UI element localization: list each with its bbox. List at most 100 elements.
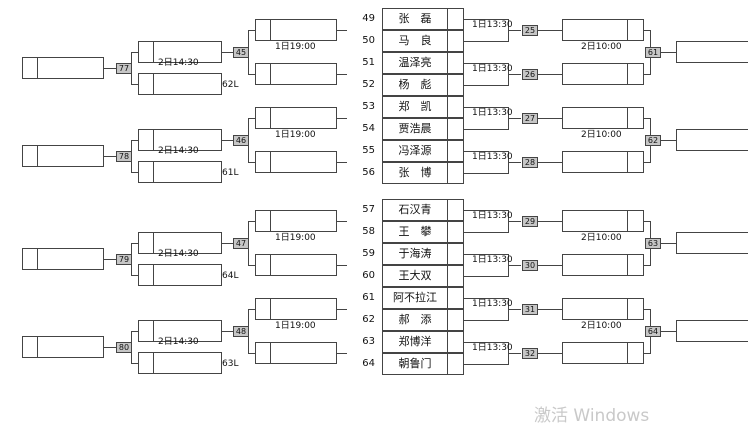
match-time-label: 2日10:00 xyxy=(581,130,622,140)
player-slot: 王 攀 xyxy=(382,221,464,243)
player-seed-number: 49 xyxy=(362,13,375,24)
connector-line xyxy=(464,254,509,255)
player-slot: 杨 彪 xyxy=(382,74,464,96)
connector-line xyxy=(131,275,139,276)
player-seed-number: 52 xyxy=(362,79,375,90)
match-time-label: 2日14:30 xyxy=(158,249,199,259)
connector-line xyxy=(508,162,521,163)
connector-line xyxy=(508,309,521,310)
box-divider xyxy=(447,119,448,139)
box-divider xyxy=(627,20,628,40)
box-divider xyxy=(627,211,628,231)
match-number-badge: 79 xyxy=(116,254,132,265)
losers-r1-winner-slot xyxy=(138,41,222,63)
player-seed-number: 62 xyxy=(362,314,375,325)
player-name: 郑 凯 xyxy=(398,100,432,113)
match-number-badge: 31 xyxy=(522,304,538,315)
drop-in-slot xyxy=(138,264,222,286)
connector-line xyxy=(222,243,234,244)
connector-line xyxy=(104,68,117,69)
player-seed-number: 61 xyxy=(362,292,375,303)
connector-line xyxy=(131,363,139,364)
box-divider xyxy=(153,353,154,373)
drop-in-slot xyxy=(138,352,222,374)
connector-line xyxy=(538,309,563,310)
winner-r2-advance-slot xyxy=(676,320,748,342)
player-seed-number: 60 xyxy=(362,270,375,281)
match-number-badge: 25 xyxy=(522,25,538,36)
connector-line xyxy=(104,156,117,157)
box-divider xyxy=(270,20,271,40)
box-divider xyxy=(627,152,628,172)
connector-line xyxy=(644,118,651,119)
player-name: 张 博 xyxy=(398,166,432,179)
winner-advance-slot xyxy=(562,254,644,276)
box-divider xyxy=(447,266,448,286)
connector-line xyxy=(661,52,677,53)
player-slot: 郑博洋 xyxy=(382,331,464,353)
connector-line xyxy=(337,265,347,266)
winner-advance-slot xyxy=(562,107,644,129)
connector-line xyxy=(538,162,563,163)
match-time-label: 1日19:00 xyxy=(275,130,316,140)
connector-line xyxy=(508,30,521,31)
player-seed-number: 56 xyxy=(362,167,375,178)
winner-r2-advance-slot xyxy=(676,41,748,63)
connector-line xyxy=(464,129,509,130)
drop-in-slot xyxy=(138,73,222,95)
player-slot: 郝 添 xyxy=(382,309,464,331)
player-name: 石汉青 xyxy=(398,203,432,216)
player-name: 贾浩晨 xyxy=(398,122,432,135)
player-name: 张 磊 xyxy=(398,12,432,25)
match-number-badge: 46 xyxy=(233,135,249,146)
player-name: 冯泽源 xyxy=(398,144,432,157)
connector-line xyxy=(644,221,651,222)
box-divider xyxy=(270,255,271,275)
winner-advance-slot xyxy=(562,210,644,232)
connector-line xyxy=(538,30,563,31)
match-number-badge: 63 xyxy=(645,238,661,249)
match-number-badge: 64 xyxy=(645,326,661,337)
connector-line xyxy=(248,74,256,75)
match-time-label: 1日13:30 xyxy=(472,343,513,353)
box-divider xyxy=(447,141,448,161)
connector-line xyxy=(337,353,347,354)
winner-advance-slot xyxy=(562,342,644,364)
winner-advance-slot xyxy=(562,298,644,320)
connector-line xyxy=(538,353,563,354)
winner-advance-slot xyxy=(562,19,644,41)
box-divider xyxy=(627,299,628,319)
box-divider xyxy=(153,130,154,150)
connector-line xyxy=(644,265,651,266)
box-divider xyxy=(153,233,154,253)
player-slot: 朝鲁门 xyxy=(382,353,464,375)
player-slot: 贾浩晨 xyxy=(382,118,464,140)
match-time-label: 1日13:30 xyxy=(472,20,513,30)
match-number-badge: 48 xyxy=(233,326,249,337)
player-slot: 冯泽源 xyxy=(382,140,464,162)
connector-line xyxy=(464,364,509,365)
loser-slot xyxy=(255,19,337,41)
connector-line xyxy=(661,140,677,141)
connector-line xyxy=(661,243,677,244)
box-divider xyxy=(270,343,271,363)
connector-line xyxy=(538,74,563,75)
match-time-label: 1日13:30 xyxy=(472,152,513,162)
player-slot: 于海涛 xyxy=(382,243,464,265)
player-slot: 张 磊 xyxy=(382,8,464,30)
connector-line xyxy=(644,162,651,163)
box-divider xyxy=(153,162,154,182)
connector-line xyxy=(644,30,651,31)
box-divider xyxy=(447,53,448,73)
match-time-label: 1日13:30 xyxy=(472,299,513,309)
connector-line xyxy=(131,140,139,141)
player-name: 郑博洋 xyxy=(398,335,432,348)
loser-slot xyxy=(255,342,337,364)
connector-line xyxy=(538,265,563,266)
box-divider xyxy=(447,97,448,117)
player-name: 于海涛 xyxy=(398,247,432,260)
match-number-badge: 30 xyxy=(522,260,538,271)
connector-line xyxy=(508,353,521,354)
box-divider xyxy=(447,75,448,95)
connector-line xyxy=(337,221,347,222)
